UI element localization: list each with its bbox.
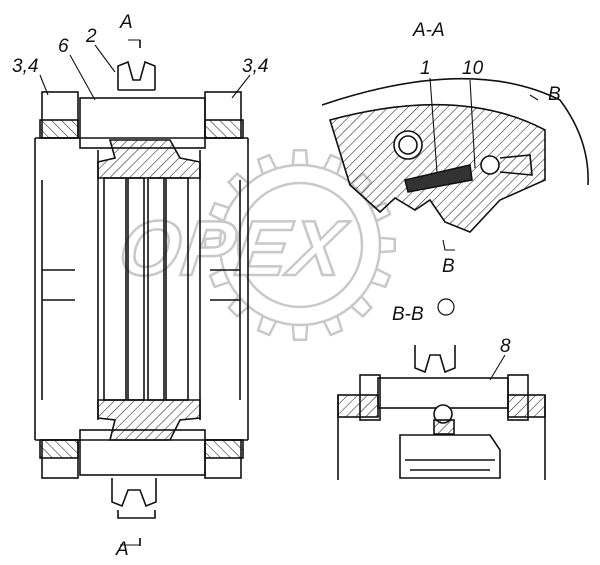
gear-tooth: [227, 295, 250, 318]
view-aa-title: A-A: [412, 20, 445, 41]
bolt-hole: [393, 130, 423, 160]
section-aa-view: [321, 77, 589, 233]
gear-section-bottom: [97, 399, 201, 441]
part-3-4-right-label: 3,4: [242, 56, 268, 77]
gear-tooth: [291, 148, 309, 166]
section-b-top-label: B: [548, 84, 561, 105]
gear-tooth: [370, 267, 392, 289]
gear-section-top: [97, 139, 201, 179]
part-1-label: 1: [420, 58, 431, 79]
part-2-label: 2: [85, 26, 97, 47]
gear-tooth: [227, 172, 250, 195]
watermark-text: OPEX: [114, 204, 354, 292]
gear-tooth: [350, 295, 373, 318]
section-a-top-label: A: [119, 12, 133, 33]
part-3-4-left-label: 3,4: [12, 56, 38, 77]
gear-tooth: [322, 153, 344, 175]
section-b-mid-label: B: [442, 256, 455, 277]
part-10-label: 10: [462, 58, 484, 79]
part-6-label: 6: [58, 36, 69, 57]
spring-10: [404, 164, 473, 193]
shaft-outline: [34, 137, 249, 441]
gear-tooth: [256, 153, 278, 175]
section-bb-view: [337, 345, 546, 480]
gear-tooth: [208, 201, 230, 223]
part-8-label: 8: [500, 336, 511, 357]
watermark-logo: OPEX: [113, 148, 397, 342]
ring-left-bottom: [41, 439, 79, 479]
view-bb-title: B-B: [392, 304, 424, 325]
gear-tooth: [379, 236, 397, 254]
section-a-bottom-label: A: [115, 539, 129, 560]
gear-tooth: [322, 315, 344, 337]
bottom-tooth-profile: [111, 478, 157, 508]
section-aa-outline: [321, 77, 589, 186]
ball-detent: [480, 155, 500, 175]
gear-tooth: [208, 267, 230, 289]
main-view: [34, 40, 249, 546]
reference-circle: [437, 298, 455, 316]
top-tooth-profile: [117, 60, 156, 90]
section-aa-body: [328, 103, 546, 233]
gear-tooth: [291, 324, 309, 342]
leader-lines: [39, 39, 539, 546]
gear-tooth: [256, 315, 278, 337]
gear-tooth: [203, 236, 221, 254]
